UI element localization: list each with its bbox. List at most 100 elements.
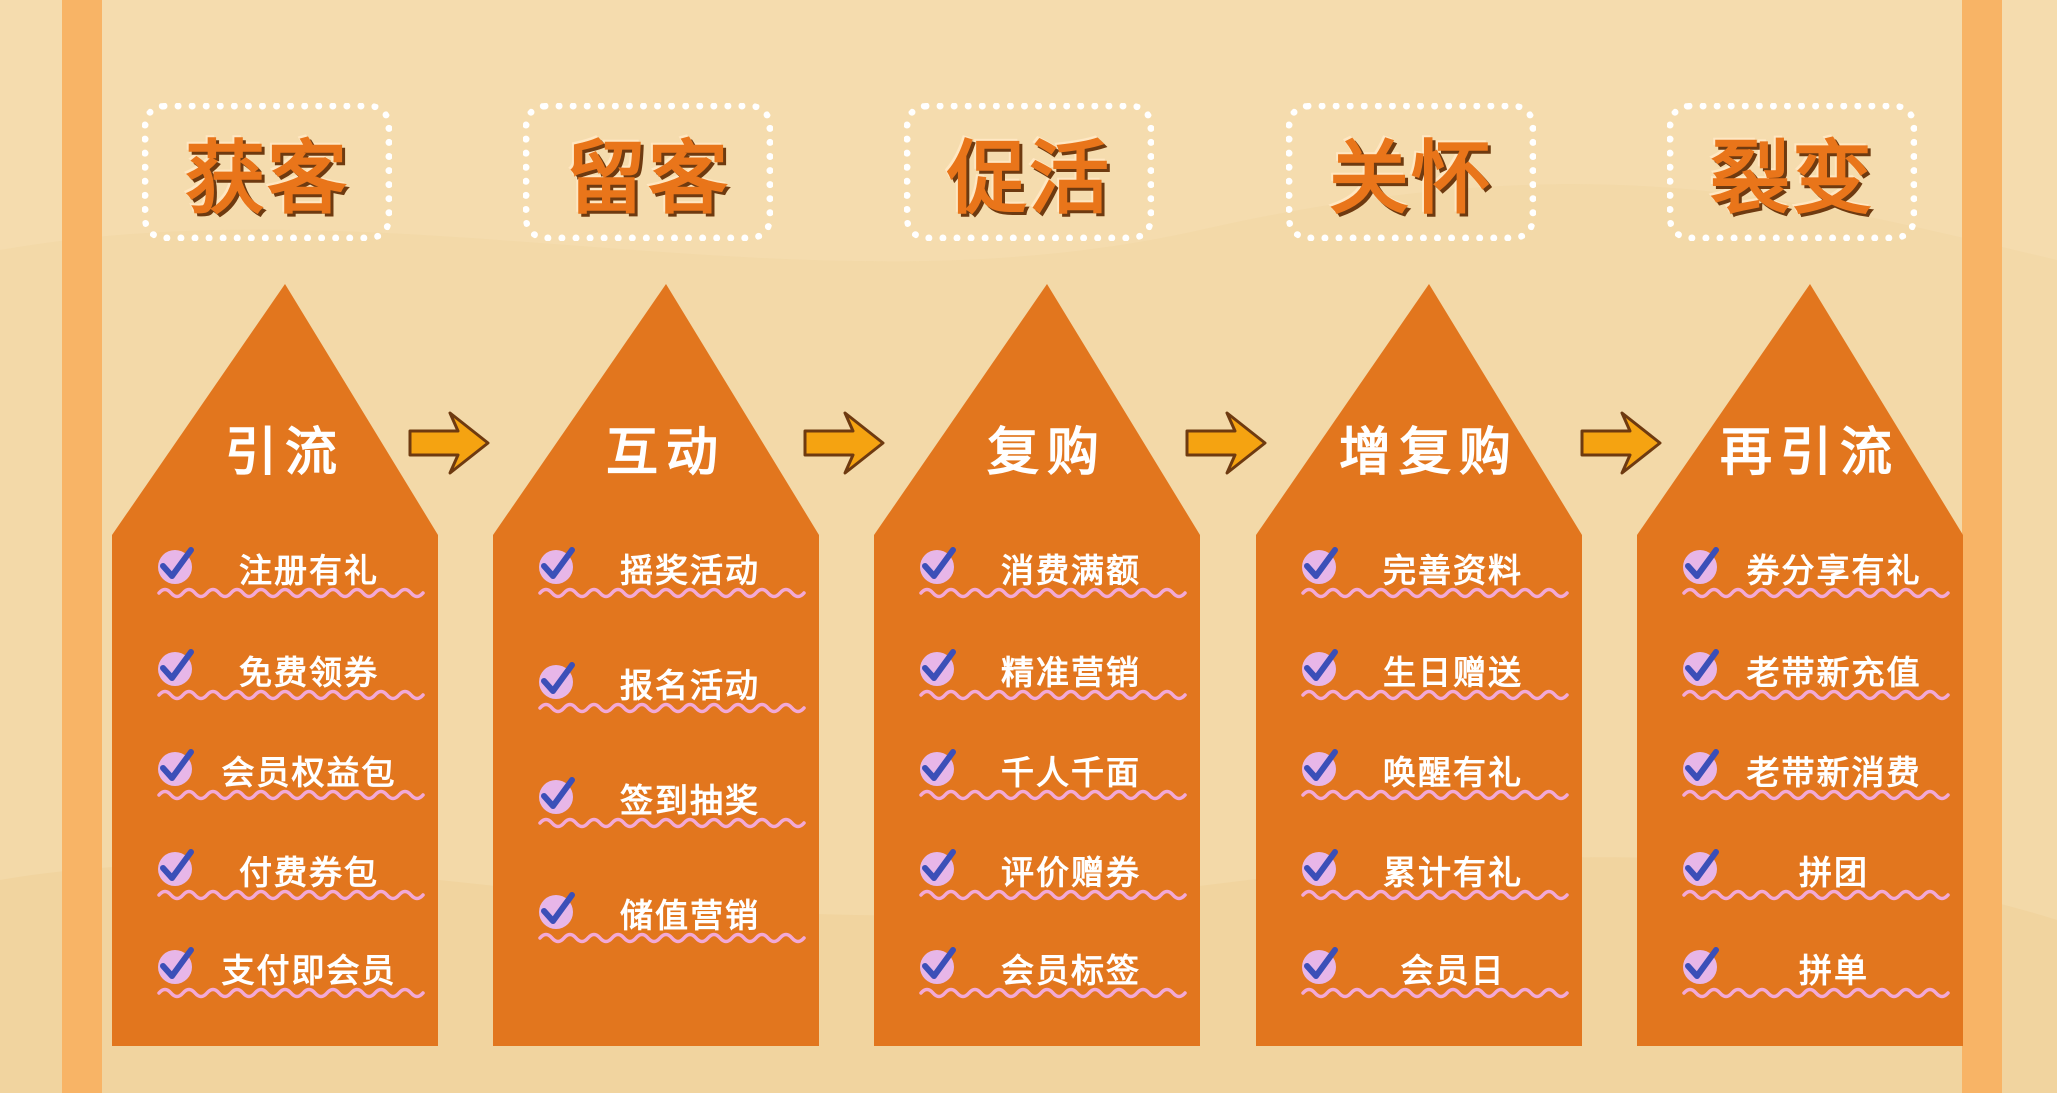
list-item-label: 拼单	[1799, 951, 1869, 990]
stage-title-box: 促活	[904, 103, 1154, 241]
list-item: 累计有礼	[1299, 842, 1569, 902]
check-circle-icon	[920, 849, 956, 886]
stage-panel	[493, 284, 819, 1046]
wavy-underline	[157, 689, 425, 701]
list-item-label: 千人千面	[1001, 753, 1141, 792]
stage-title-box: 获客	[142, 103, 392, 241]
list-item-label: 会员标签	[1001, 951, 1141, 990]
check-circle-icon	[539, 547, 575, 584]
stage-heading: 引流	[224, 423, 345, 483]
wavy-underline	[157, 987, 425, 999]
list-item-label: 会员权益包	[221, 753, 397, 792]
check-circle-icon	[158, 947, 194, 984]
stage-heading: 复购	[986, 423, 1107, 483]
list-item: 注册有礼	[155, 540, 425, 600]
list-item: 消费满额	[917, 540, 1187, 600]
wavy-underline	[157, 789, 425, 801]
list-item: 老带新充值	[1680, 642, 1950, 702]
check-circle-icon	[1302, 649, 1338, 686]
check-circle-icon	[920, 649, 956, 686]
list-item: 摇奖活动	[536, 540, 806, 600]
wavy-underline	[1682, 987, 1950, 999]
stage-title: 裂变	[1710, 132, 1874, 225]
wavy-underline	[1301, 889, 1569, 901]
stage-title: 获客	[185, 132, 349, 225]
check-circle-icon	[1683, 849, 1719, 886]
wavy-underline	[538, 932, 806, 944]
check-circle-icon	[158, 547, 194, 584]
list-item: 完善资料	[1299, 540, 1569, 600]
wavy-underline	[1682, 689, 1950, 701]
wavy-underline	[538, 702, 806, 714]
list-item-label: 评价赠券	[1001, 853, 1141, 892]
check-circle-icon	[1683, 649, 1719, 686]
list-item-label: 会员日	[1400, 951, 1506, 990]
list-item-label: 消费满额	[1001, 551, 1141, 590]
list-item-label: 签到抽奖	[620, 781, 760, 820]
list-item: 支付即会员	[155, 940, 425, 1000]
list-item-label: 注册有礼	[239, 551, 379, 590]
wavy-underline	[1301, 987, 1569, 999]
wavy-underline	[538, 587, 806, 599]
wavy-underline	[1301, 587, 1569, 599]
list-item: 会员权益包	[155, 742, 425, 802]
list-item: 生日赠送	[1299, 642, 1569, 702]
wavy-underline	[538, 817, 806, 829]
list-item-label: 生日赠送	[1383, 653, 1523, 692]
list-item-label: 免费领券	[239, 653, 379, 692]
list-item: 评价赠券	[917, 842, 1187, 902]
stage-2: 留客互动摇奖活动报名活动签到抽奖储值营销	[476, 0, 856, 1093]
check-circle-icon	[539, 662, 575, 699]
stage-title: 促活	[947, 132, 1111, 225]
check-circle-icon	[1683, 749, 1719, 786]
list-item: 报名活动	[536, 655, 806, 715]
list-item-label: 支付即会员	[221, 951, 397, 990]
check-circle-icon	[539, 892, 575, 929]
wavy-underline	[919, 987, 1187, 999]
check-circle-icon	[158, 749, 194, 786]
stage-4: 关怀增复购完善资料生日赠送唤醒有礼累计有礼会员日	[1239, 0, 1619, 1093]
list-item: 拼单	[1680, 940, 1950, 1000]
list-item: 千人千面	[917, 742, 1187, 802]
stage-panel	[874, 284, 1200, 1046]
list-item-label: 累计有礼	[1383, 853, 1523, 892]
wavy-underline	[1682, 889, 1950, 901]
list-item: 储值营销	[536, 885, 806, 945]
list-item-label: 券分享有礼	[1746, 551, 1922, 590]
stage-title-box: 留客	[523, 103, 773, 241]
check-circle-icon	[920, 547, 956, 584]
stage-panel	[112, 284, 438, 1046]
list-item-label: 唤醒有礼	[1383, 753, 1523, 792]
left-border-strip	[62, 0, 102, 1093]
list-item-label: 报名活动	[620, 666, 760, 705]
list-item: 唤醒有礼	[1299, 742, 1569, 802]
list-item: 老带新消费	[1680, 742, 1950, 802]
stage-title: 关怀	[1329, 132, 1493, 225]
wavy-underline	[1682, 789, 1950, 801]
wavy-underline	[919, 587, 1187, 599]
list-item-label: 拼团	[1799, 853, 1869, 892]
list-item: 免费领券	[155, 642, 425, 702]
check-circle-icon	[1302, 849, 1338, 886]
list-item: 拼团	[1680, 842, 1950, 902]
stage-heading: 互动	[605, 423, 726, 483]
wavy-underline	[157, 889, 425, 901]
check-circle-icon	[1302, 547, 1338, 584]
wavy-underline	[919, 689, 1187, 701]
list-item-label: 精准营销	[1001, 653, 1141, 692]
stage-5: 裂变再引流券分享有礼老带新充值老带新消费拼团拼单	[1620, 0, 2000, 1093]
wavy-underline	[919, 789, 1187, 801]
stage-title: 留客	[566, 132, 730, 225]
check-circle-icon	[158, 849, 194, 886]
check-circle-icon	[1302, 947, 1338, 984]
wavy-underline	[1682, 587, 1950, 599]
stage-panel	[1637, 284, 1963, 1046]
list-item: 精准营销	[917, 642, 1187, 702]
check-circle-icon	[539, 777, 575, 814]
stage-title-box: 关怀	[1286, 103, 1536, 241]
stage-1: 获客引流注册有礼免费领券会员权益包付费券包支付即会员	[95, 0, 475, 1093]
list-item: 券分享有礼	[1680, 540, 1950, 600]
stage-3: 促活复购消费满额精准营销千人千面评价赠券会员标签	[857, 0, 1237, 1093]
list-item-label: 老带新充值	[1746, 653, 1922, 692]
stage-title-box: 裂变	[1667, 103, 1917, 241]
